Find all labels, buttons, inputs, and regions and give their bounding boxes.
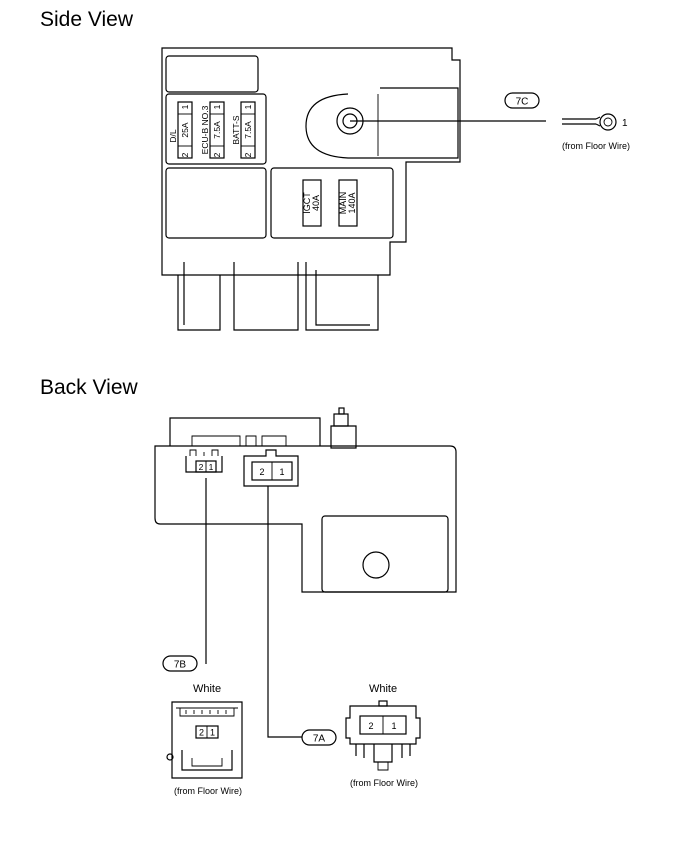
connector-7c-pin: 1 [622,118,628,129]
connector-7a: 7A White 2 1 (from Floor Wire) [301,683,421,788]
connector-7a-label: 7A [313,734,326,745]
fuse-dl-rating: 25A [180,122,190,137]
fuse-dl-name: D/L [168,129,178,143]
fuse-ecu-pin-left: 2 [212,152,222,157]
connector-7a-pin-left: 2 [368,721,373,731]
fuse-dl-pin-right: 1 [180,104,190,109]
ring-terminal-icon [599,113,617,131]
connector-7b-pin-left: 2 [199,728,204,738]
connector-7b: 7B White 2 1 (from Floor Wire) [162,655,243,796]
fuse-main: MAIN 140A [338,179,358,227]
connector-7b-pin-right: 1 [210,728,215,738]
connector-7c-label: 7C [516,97,529,108]
side-view-title: Side View [40,8,134,31]
fuse-dl: D/L 2 25A 1 [168,101,193,159]
fuse-igct-rating: 40A [311,195,321,211]
housing-large-pin-left: 2 [259,467,264,477]
side-view-relay-block [161,47,461,331]
fuse-main-name: MAIN [338,192,348,215]
fuse-ecu-name: ECU-B NO.3 [200,105,210,154]
connector-7a-color: White [369,683,397,695]
leader-7a [267,486,302,738]
back-view-title: Back View [40,376,138,399]
fuse-dl-pin-left: 2 [180,152,190,157]
connector-7b-tag [162,655,198,672]
connector-7a-tag [301,729,337,746]
back-view-relay-block [154,407,457,593]
housing-small-pin-right: 1 [209,462,214,472]
connector-7a-source: (from Floor Wire) [350,778,418,788]
connector-7c-source: (from Floor Wire) [562,141,630,151]
fuse-batt-rating: 7.5A [243,121,253,139]
fuse-igct: IGCT 40A [302,179,322,227]
fuse-ecu-b-no3: ECU-B NO.3 2 7.5A 1 [200,101,225,159]
fuse-igct-name: IGCT [302,192,312,214]
fuse-ecu-rating: 7.5A [212,121,222,139]
fuse-ecu-pin-right: 1 [212,104,222,109]
connector-7c-tag [504,92,540,109]
housing-large-pin-right: 1 [279,467,284,477]
connector-7c: 7C 1 (from Floor Wire) [350,92,630,151]
connector-7b-color: White [193,683,221,695]
fuse-batt-s: BATT-S 2 7.5A 1 [231,101,256,159]
housing-small: 2 1 [185,449,223,473]
housing-large: 2 1 [243,449,299,487]
connector-7b-source: (from Floor Wire) [174,786,242,796]
fuse-batt-name: BATT-S [231,115,241,144]
fuse-batt-pin-right: 1 [243,104,253,109]
housing-small-pin-left: 2 [199,462,204,472]
connector-7a-pin-right: 1 [391,721,396,731]
fuse-main-rating: 140A [347,192,357,213]
connector-7b-label: 7B [174,660,187,671]
fuse-batt-pin-left: 2 [243,152,253,157]
